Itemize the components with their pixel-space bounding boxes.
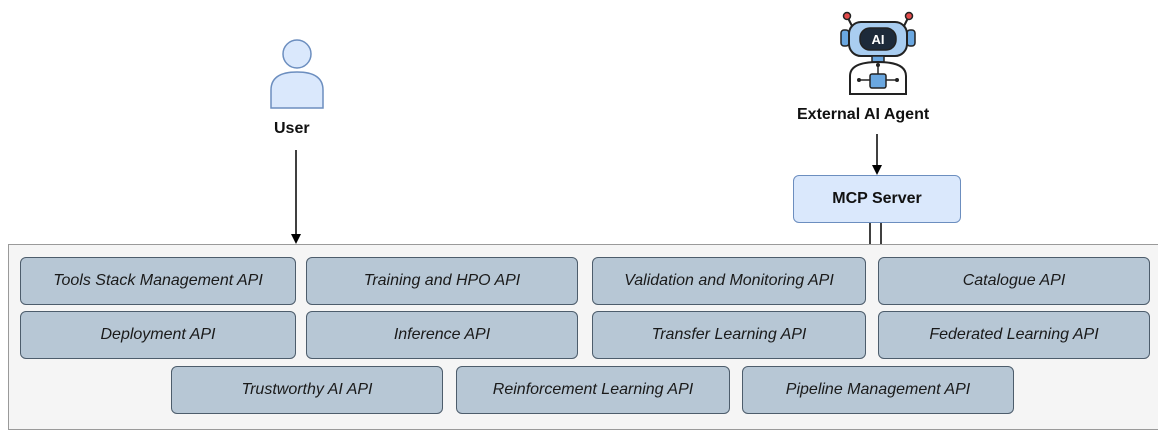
- api-label: Federated Learning API: [929, 326, 1099, 343]
- api-label: Tools Stack Management API: [53, 272, 263, 289]
- user-label: User: [274, 120, 310, 137]
- api-label: Catalogue API: [962, 272, 1066, 289]
- mcp-server-box: MCP Server: [793, 175, 961, 223]
- api-tools-stack-management: Tools Stack Management API: [20, 257, 296, 305]
- api-federated-learning: Federated Learning API: [878, 311, 1150, 359]
- api-inference: Inference API: [306, 311, 578, 359]
- api-label: Deployment API: [100, 326, 216, 343]
- api-transfer-learning: Transfer Learning API: [592, 311, 866, 359]
- user-icon: [270, 39, 324, 109]
- api-label: Inference API: [393, 326, 491, 343]
- api-label: Reinforcement Learning API: [492, 381, 694, 398]
- api-label: Trustworthy AI API: [241, 381, 373, 398]
- robot-ai-text: AI: [872, 32, 885, 47]
- mcp-server-label: MCP Server: [832, 190, 922, 207]
- api-validation-monitoring: Validation and Monitoring API: [592, 257, 866, 305]
- api-reinforcement-learning: Reinforcement Learning API: [456, 366, 730, 414]
- api-trustworthy-ai: Trustworthy AI API: [171, 366, 443, 414]
- api-pipeline-management: Pipeline Management API: [742, 366, 1014, 414]
- api-label: Transfer Learning API: [651, 326, 807, 343]
- api-catalogue: Catalogue API: [878, 257, 1150, 305]
- api-deployment: Deployment API: [20, 311, 296, 359]
- api-training-hpo: Training and HPO API: [306, 257, 578, 305]
- api-label: Training and HPO API: [363, 272, 521, 289]
- robot-icon: AI: [840, 11, 916, 95]
- api-label: Pipeline Management API: [785, 381, 971, 398]
- agent-label: External AI Agent: [797, 106, 930, 123]
- api-label: Validation and Monitoring API: [624, 272, 834, 289]
